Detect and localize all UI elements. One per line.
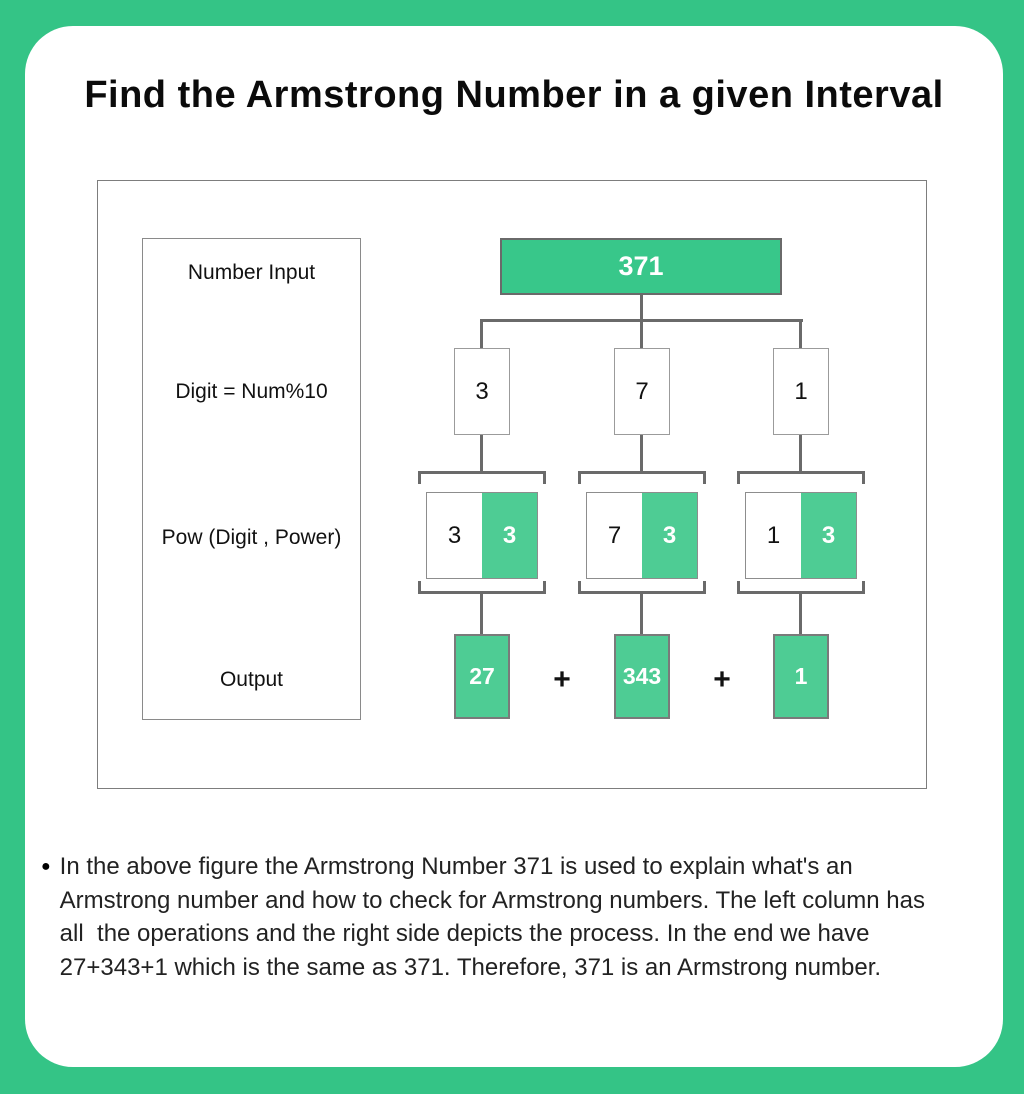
operations-column-box (142, 238, 361, 720)
armstrong-diagram: Number Input Digit = Num%10 Pow (Digit ,… (97, 180, 927, 789)
digit-box-2: 7 (614, 348, 670, 435)
page-title: Find the Armstrong Number in a given Int… (84, 74, 944, 116)
connector-pow-to-output-2 (640, 594, 643, 635)
pow-box-3: 1 3 (745, 492, 857, 579)
bracket-bottom-2 (578, 581, 706, 594)
pow-box-2: 7 3 (586, 492, 698, 579)
bracket-bottom-3 (737, 581, 865, 594)
pow-power-cell-2: 3 (642, 493, 697, 578)
bracket-top-1 (418, 471, 546, 484)
output-box-1: 27 (454, 634, 510, 719)
explanation-text: In the above figure the Armstrong Number… (60, 850, 925, 984)
connector-to-digit-1 (480, 319, 483, 349)
explanation-note: ● In the above figure the Armstrong Numb… (41, 850, 925, 984)
pow-power-cell-3: 3 (801, 493, 856, 578)
content-card: Find the Armstrong Number in a given Int… (25, 26, 1003, 1067)
explanation-line: In the above figure the Armstrong Number… (59, 853, 853, 880)
output-box-3: 1 (773, 634, 829, 719)
digit-box-1: 3 (454, 348, 510, 435)
bullet-icon: ● (41, 858, 51, 875)
plus-sign-2: + (713, 663, 731, 696)
digit-box-3: 1 (773, 348, 829, 435)
plus-sign-1: + (553, 663, 571, 696)
connector-pow-to-output-1 (480, 594, 483, 635)
input-number-box: 371 (500, 238, 782, 295)
pow-box-1: 3 3 (426, 492, 538, 579)
pow-digit-cell-1: 3 (427, 493, 482, 578)
pow-digit-cell-3: 1 (746, 493, 801, 578)
output-box-2: 343 (614, 634, 670, 719)
connector-input-to-digit-2 (640, 295, 643, 349)
explanation-line: 27+343+1 which is the same as 371. There… (59, 953, 882, 981)
pow-power-cell-1: 3 (482, 493, 537, 578)
bracket-top-3 (737, 471, 865, 484)
connector-pow-to-output-3 (799, 594, 802, 635)
row-label-pow: Pow (Digit , Power) (161, 526, 342, 549)
connector-to-digit-3 (799, 319, 802, 349)
pow-digit-cell-2: 7 (587, 493, 642, 578)
row-label-output: Output (219, 668, 284, 691)
connector-digit-to-pow-2 (640, 435, 643, 472)
connector-digit-to-pow-3 (799, 435, 802, 472)
explanation-line: Armstrong number and how to check for Ar… (59, 886, 925, 914)
explanation-line: all the operations and the right side de… (59, 920, 870, 947)
bracket-top-2 (578, 471, 706, 484)
bracket-bottom-1 (418, 581, 546, 594)
connector-digit-to-pow-1 (480, 435, 483, 472)
row-label-number-input: Number Input (187, 261, 316, 284)
row-label-digit-mod: Digit = Num%10 (175, 380, 328, 403)
